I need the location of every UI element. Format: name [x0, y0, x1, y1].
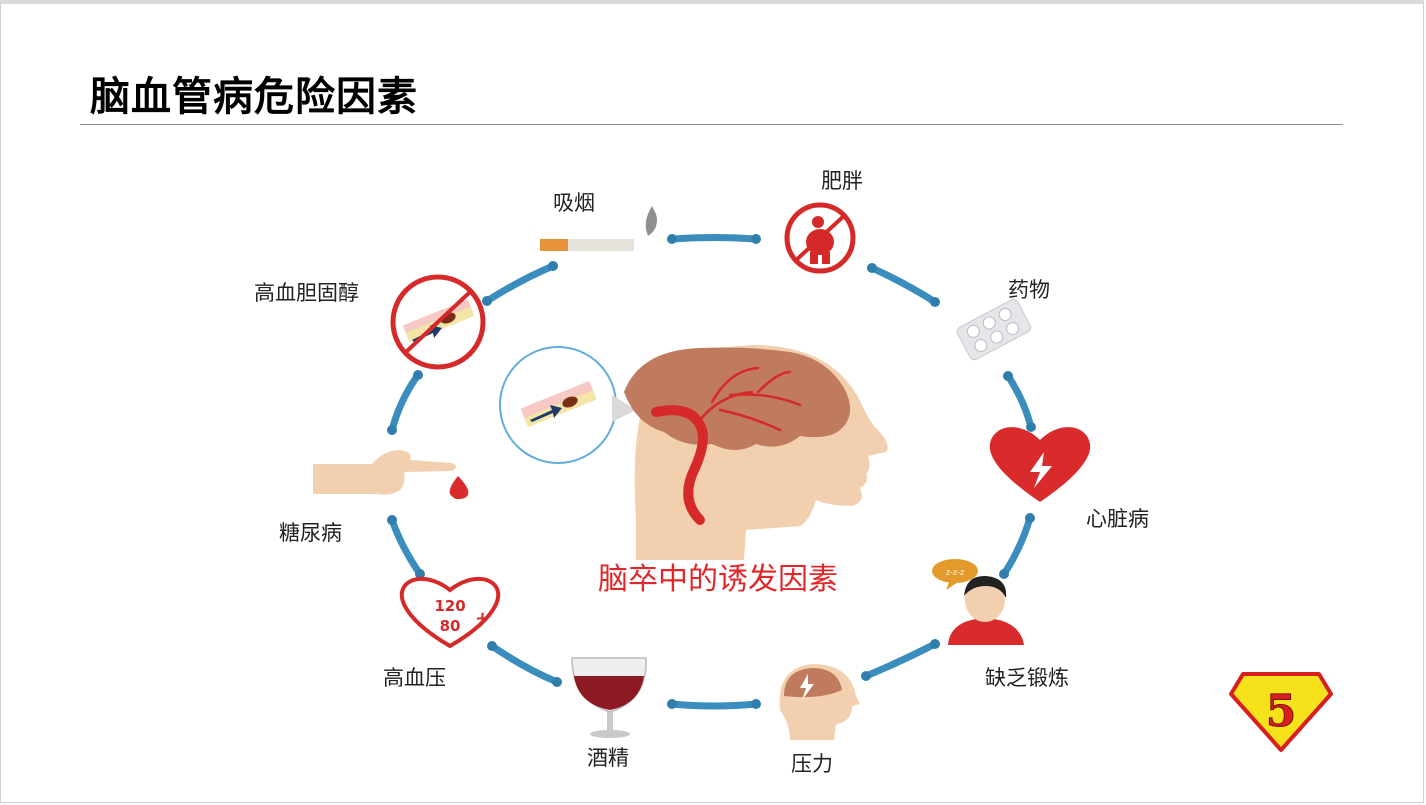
plus-sign: +	[475, 608, 490, 629]
diagram-center-caption: 脑卒中的诱发因素	[598, 562, 838, 597]
head-brain-icon	[624, 345, 888, 560]
cigarette-icon	[540, 206, 657, 251]
sleepy-person-icon: z-z-z	[932, 559, 1024, 645]
obesity-icon	[784, 202, 856, 274]
connector-smoking-obesity	[668, 234, 760, 243]
svg-text:z-z-z: z-z-z	[946, 568, 964, 577]
connector-stress-alcohol	[668, 700, 760, 710]
connector-dots	[387, 234, 1036, 709]
diastolic-value: 80	[440, 617, 461, 635]
artery-zoom-bubble	[499, 346, 636, 464]
connector-bp-diabetes	[388, 516, 424, 578]
blood-pressure-heart-icon: 120 80 +	[399, 576, 501, 649]
page-title: 脑血管病危险因素	[90, 74, 418, 120]
blocked-artery-icon	[390, 274, 486, 370]
factor-label-lack-of-exercise: 缺乏锻炼	[985, 666, 1069, 690]
factor-label-smoking: 吸烟	[553, 191, 595, 215]
factor-label-medicine: 药物	[1008, 278, 1050, 302]
systolic-value: 120	[434, 597, 465, 615]
stressed-head-icon	[779, 664, 860, 740]
wine-glass-icon	[571, 657, 647, 738]
logo-number: 5	[1266, 686, 1297, 737]
factor-label-high-cholesterol: 高血胆固醇	[254, 281, 359, 305]
connector-alcohol-bp	[488, 642, 561, 686]
connector-diabetes-cholesterol	[388, 371, 422, 434]
finger-blood-drop-icon	[313, 450, 469, 500]
connector-cholesterol-smoking	[483, 262, 557, 305]
connector-exercise-stress	[862, 640, 939, 680]
factor-label-obesity: 肥胖	[821, 169, 863, 193]
connector-obesity-medicine	[868, 264, 939, 306]
heart-bolt-icon	[989, 427, 1091, 502]
factor-label-diabetes: 糖尿病	[279, 521, 342, 545]
superhero-five-logo: 5	[1229, 672, 1333, 752]
factor-label-alcohol: 酒精	[587, 746, 629, 770]
factor-label-heart-disease: 心脏病	[1086, 507, 1149, 531]
connector-heart-exercise	[1000, 514, 1034, 578]
factor-label-hypertension: 高血压	[383, 666, 446, 690]
title-divider	[80, 124, 1343, 125]
connector-medicine-heart	[1004, 372, 1035, 431]
pill-pack-icon	[956, 298, 1032, 361]
factor-label-stress: 压力	[791, 752, 833, 776]
